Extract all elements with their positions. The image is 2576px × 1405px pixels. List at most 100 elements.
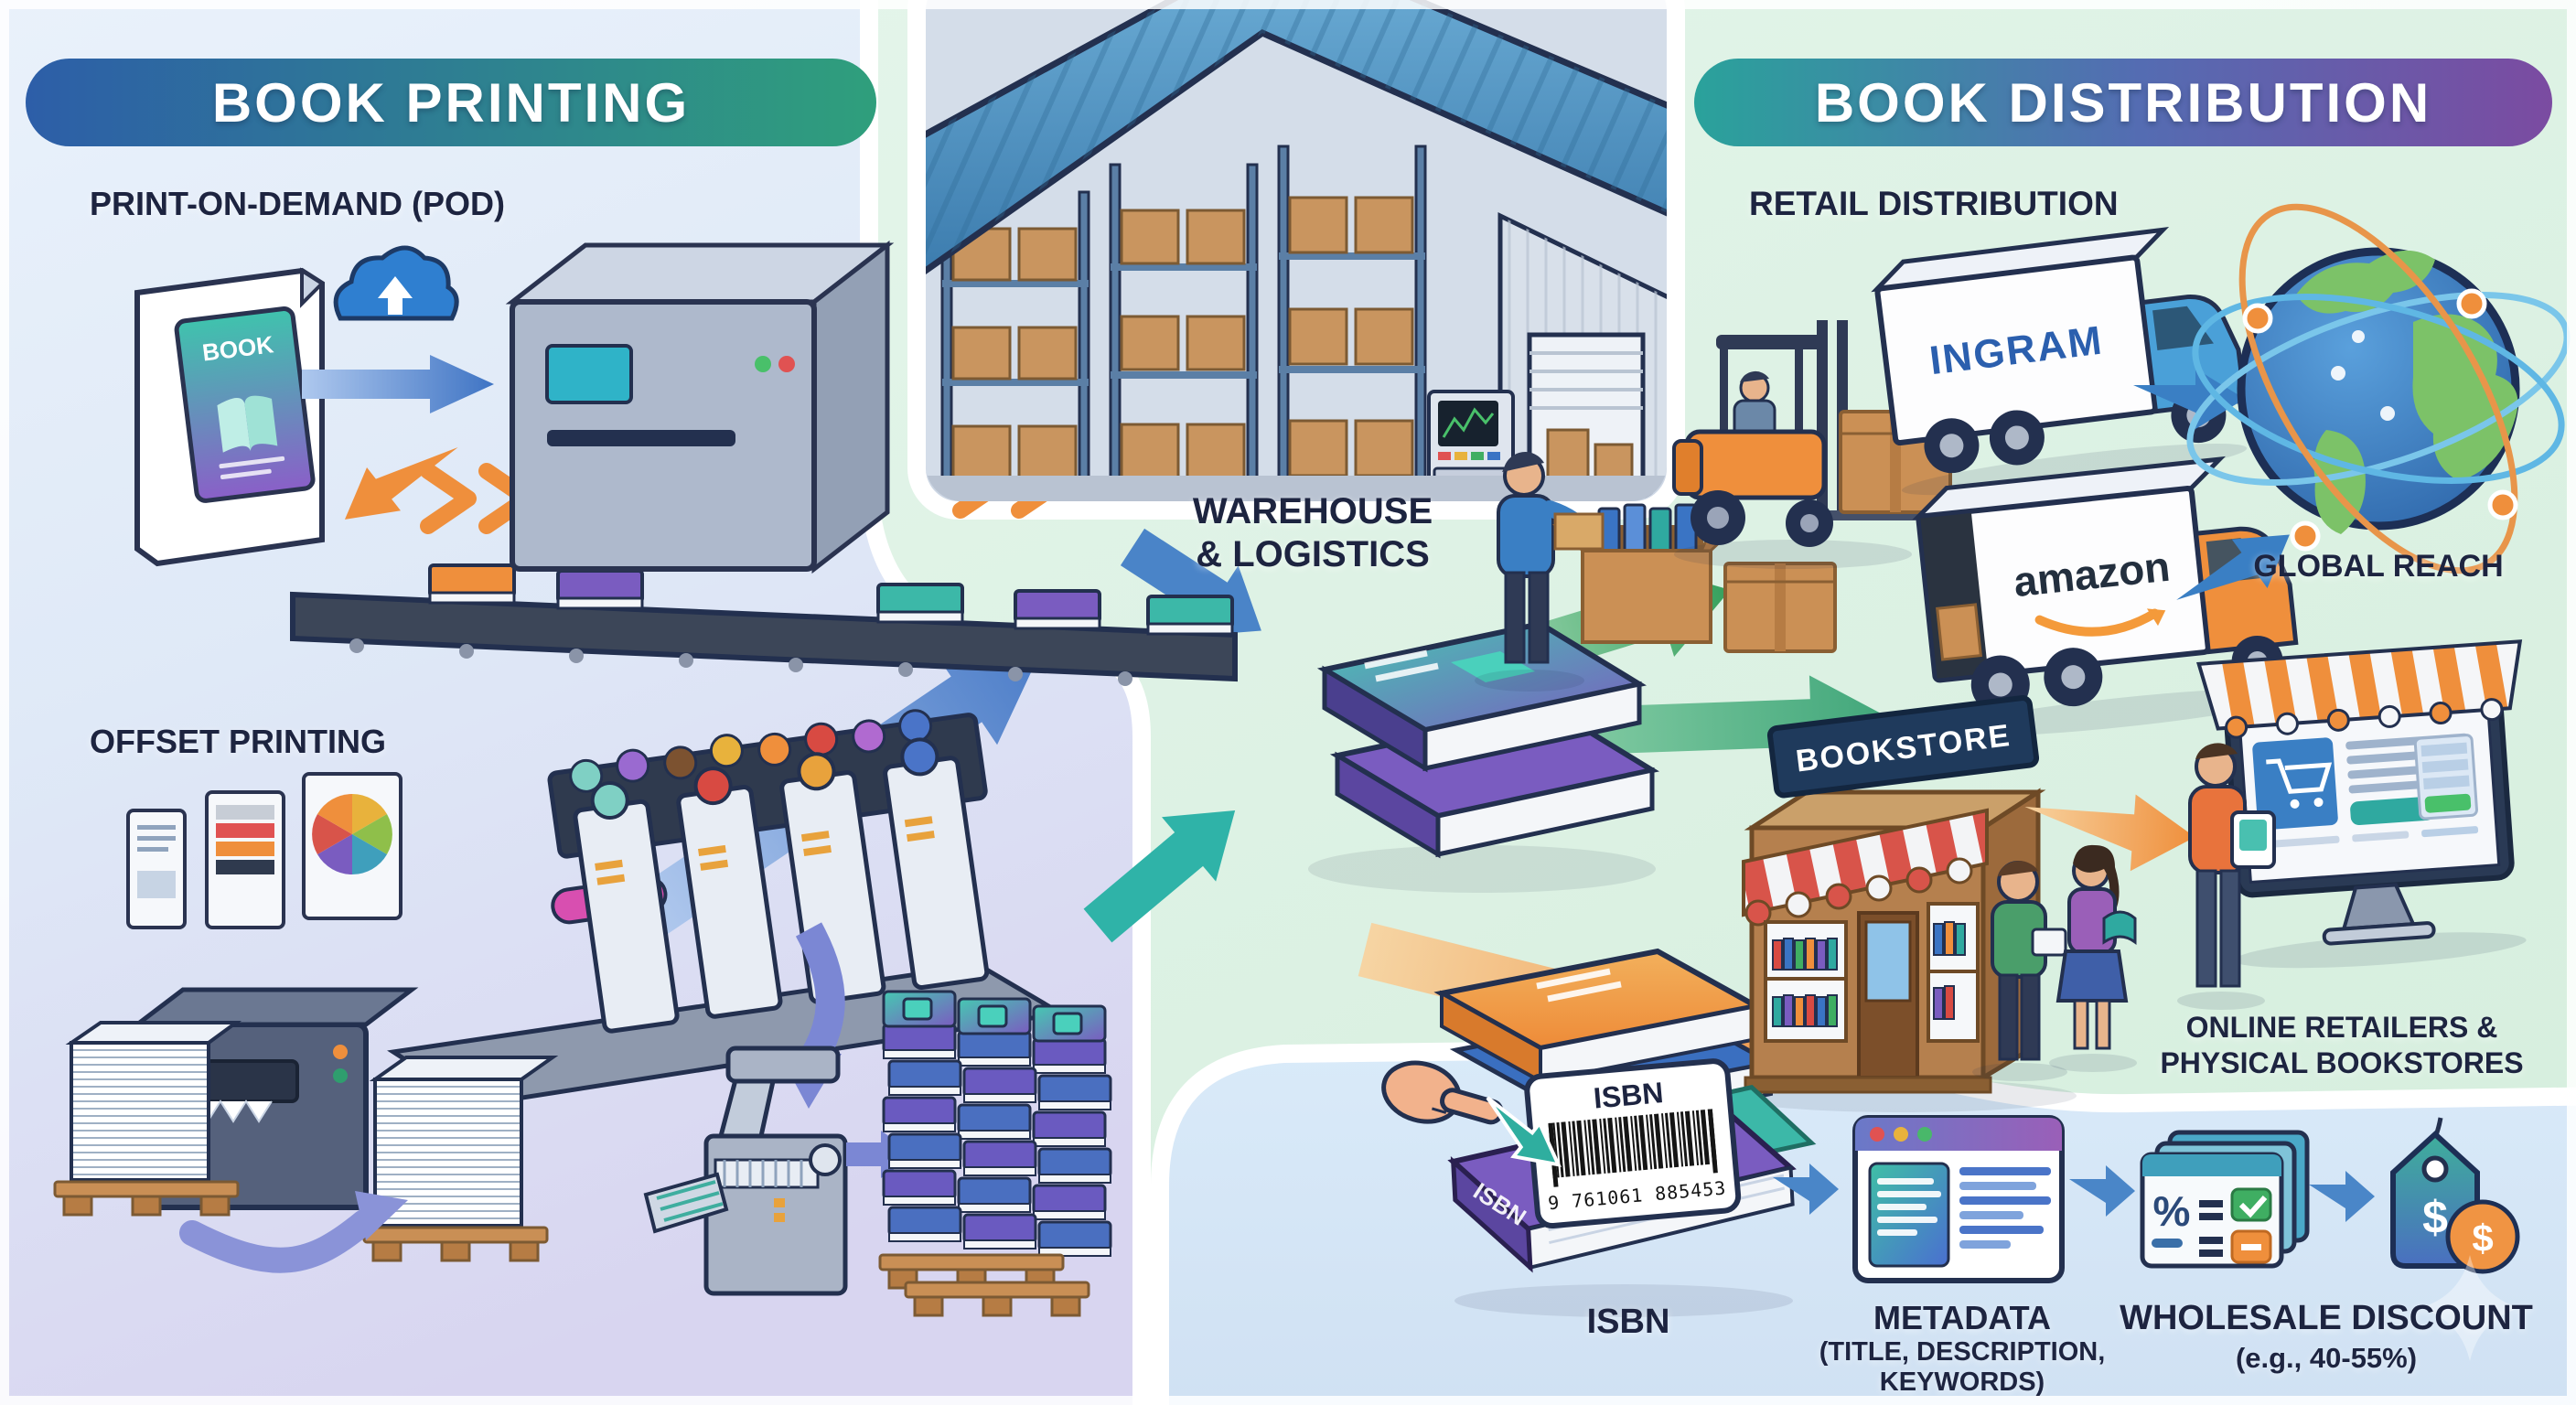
open-book-icon: [244, 395, 278, 452]
center-books: [1308, 620, 1778, 1139]
belt-rollers: [349, 638, 1132, 686]
isbn-barcode-label: ISBN 9 761061 885453: [1524, 1058, 1742, 1229]
orbit-ring-blue: [2186, 292, 2571, 486]
discount-cards-icon: %: [2140, 1130, 2310, 1269]
bookstore-window-right: [1927, 902, 1980, 1043]
color-proof-posters: [126, 772, 402, 929]
belt-books: [428, 563, 1234, 636]
barcode-icon: [1548, 1109, 1718, 1178]
banner-book-printing: BOOK PRINTING: [26, 59, 876, 146]
global-reach-label: GLOBAL REACH: [2253, 549, 2504, 584]
paper-stack-1: [53, 1021, 242, 1217]
wholesale-caption-line2: (e.g., 40-55%): [2235, 1342, 2418, 1374]
forklift-forks: [1830, 510, 1932, 520]
traffic-dot-yellow: [1894, 1127, 1908, 1142]
printer-slot: [547, 430, 735, 446]
isbn-label-title: ISBN: [1592, 1076, 1664, 1115]
hand-to-label-arrow: [1486, 1096, 1562, 1167]
ingram-to-globe-arrow: [2133, 369, 2245, 429]
color-wheel-icon: [312, 794, 392, 874]
warehouse-label-line2: & LOGISTICS: [1196, 534, 1430, 575]
browser-titlebar: [1855, 1118, 2062, 1151]
cutting-machine: [643, 1046, 848, 1296]
pod-printer: [505, 240, 895, 574]
network-nodes: [2242, 288, 2518, 552]
console-chart-line: [1442, 407, 1495, 438]
box-in-hands: [1553, 512, 1605, 551]
online-label-line2: PHYSICAL BOOKSTORES: [2160, 1046, 2524, 1080]
shopper-woman: [2055, 844, 2137, 1050]
pod-section: BOOK: [134, 240, 1238, 686]
bookstore-door: [1857, 911, 1919, 1079]
open-packing-box: [1552, 503, 1741, 644]
offset-press: [547, 709, 990, 1034]
percent-symbol: %: [2153, 1187, 2191, 1235]
pod-section-label: PRINT-ON-DEMAND (POD): [90, 185, 505, 222]
minus-icon: [2241, 1244, 2261, 1250]
metadata-caption-line1: METADATA: [1873, 1299, 2051, 1336]
traffic-dot-green: [1917, 1127, 1932, 1142]
metadata-caption-line3: KEYWORDS): [1879, 1367, 2045, 1398]
open-book-icon: [1451, 651, 1535, 682]
open-book-in-hand: [2102, 910, 2137, 945]
paper-flow-arrow: [179, 1209, 377, 1273]
isbn-caption: ISBN: [1586, 1303, 1670, 1341]
page-fold-icon: [300, 267, 326, 308]
check-box-icon: [2230, 1187, 2272, 1222]
discount-to-tag-arrow: [2309, 1171, 2375, 1222]
metadata-card-lines: [1877, 1178, 1941, 1236]
doc-to-printer-arrow: [302, 355, 494, 413]
metadata-card: [1868, 1162, 1950, 1268]
globe-icon: [2186, 203, 2571, 574]
price-tag-icon: $ $: [2390, 1117, 2520, 1361]
checkout-button: [2424, 793, 2472, 813]
online-store-monitor: [2196, 639, 2527, 969]
traffic-dot-red: [1870, 1127, 1884, 1142]
bookstore-awning: [1742, 808, 1989, 927]
metadata-caption-line2: (TITLE, DESCRIPTION,: [1819, 1337, 2106, 1367]
finished-books-pallet: [878, 990, 1112, 1317]
coin-dollar-symbol: $: [2472, 1217, 2493, 1260]
bookstore-sign: BOOKSTORE: [1766, 695, 2040, 799]
open-book-icon: [217, 398, 251, 453]
pod-book-cover-icon: BOOK: [174, 306, 316, 503]
shopper-man: [1991, 861, 2067, 1061]
pallet-top-covers: [882, 990, 1107, 1043]
dollar-coin-icon: [2445, 1199, 2520, 1274]
orbit-ring-orange: [2238, 203, 2518, 574]
sidebar-card: [2259, 734, 2479, 849]
amazon-smile-icon: [2034, 608, 2160, 637]
offset-section: [53, 709, 1112, 1317]
online-retailers-label: ONLINE RETAILERS & PHYSICAL BOOKSTORES: [2150, 1010, 2534, 1081]
tag-dollar-symbol: $: [2422, 1192, 2448, 1243]
wholesale-caption-line1: WHOLESALE DISCOUNT: [2120, 1299, 2533, 1337]
orbit-ring-blue-2: [2192, 294, 2565, 484]
warehouse-illustration: [926, 0, 1667, 501]
online-shopper: [2177, 743, 2276, 1010]
warehouse-label: WAREHOUSE & LOGISTICS: [1162, 490, 1464, 576]
tag-hole: [2421, 1155, 2449, 1183]
offset-section-label: OFFSET PRINTING: [90, 723, 386, 760]
card-header: [2142, 1154, 2281, 1176]
bookstore-shoppers: [1972, 844, 2137, 1081]
wholesale-discount-caption: WHOLESALE DISCOUNT (e.g., 40-55%): [2111, 1299, 2541, 1375]
retail-logistics: [1475, 320, 1952, 692]
upload-arrow-icon: [378, 276, 413, 315]
book-in-hand: [2031, 928, 2067, 957]
amazon-truck: amazon: [1912, 456, 2305, 736]
metadata-to-discount-arrow: [2069, 1165, 2135, 1217]
book-stack-top: [1316, 620, 1647, 773]
pointing-hand-icon: [1381, 1060, 1504, 1125]
ink-bottles: [569, 709, 933, 793]
paper-flow-arrowhead: [355, 1191, 408, 1240]
upload-cloud-icon: [333, 245, 459, 321]
isbn-to-metadata-arrow: [1773, 1164, 1839, 1215]
continent-east: [2412, 314, 2518, 481]
worker-cap-icon: [1502, 452, 1544, 472]
metadata-browser-icon: [1852, 1115, 2065, 1283]
bookstore-window-left: [1764, 920, 1848, 1043]
bookstore-to-online-arrow: [2024, 794, 2195, 872]
retail-distribution-label: RETAIL DISTRIBUTION: [1749, 185, 2119, 222]
